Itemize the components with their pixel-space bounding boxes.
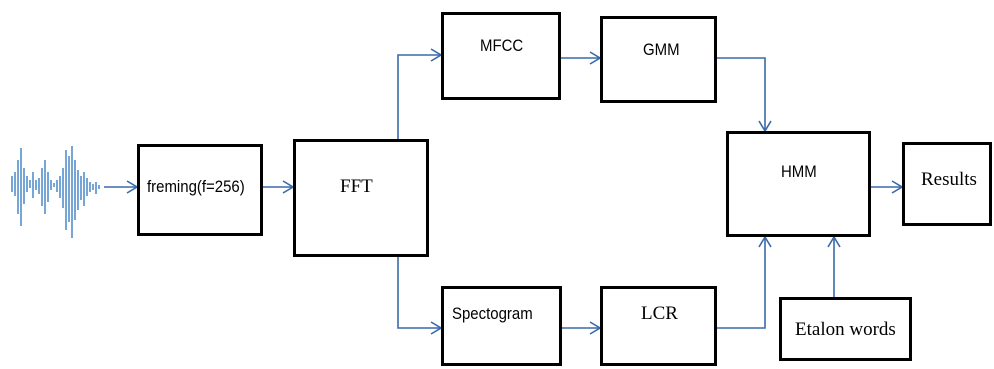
hmm-box: HMM: [726, 131, 871, 237]
results-box: Results: [902, 142, 992, 226]
etalon-words-label: Etalon words: [795, 319, 896, 340]
results-label: Results: [921, 169, 977, 190]
lcr-box: LCR: [600, 286, 717, 366]
hmm-label: HMM: [781, 162, 817, 181]
arrow-gmm-to-hmm: [717, 57, 765, 131]
spectrogram-box: Spectogram: [441, 286, 562, 366]
fft-label: FFT: [340, 176, 373, 197]
mfcc-label: MFCC: [480, 36, 524, 55]
etalon-words-box: Etalon words: [779, 297, 912, 361]
fft-box: FFT: [293, 139, 429, 257]
arrow-lcr-to-hmm: [717, 237, 765, 329]
gmm-box: GMM: [600, 16, 717, 103]
spectrogram-label: Spectogram: [452, 304, 533, 323]
lcr-label: LCR: [641, 303, 678, 324]
arrow-fft-to-mfcc: [397, 55, 441, 139]
speech-waveform-icon: [11, 146, 100, 238]
framing-box: freming(f=256): [137, 144, 263, 236]
framing-label: freming(f=256): [147, 177, 245, 196]
arrow-fft-to-spectrogram: [397, 257, 441, 328]
gmm-label: GMM: [643, 40, 680, 59]
mfcc-box: MFCC: [441, 12, 561, 100]
